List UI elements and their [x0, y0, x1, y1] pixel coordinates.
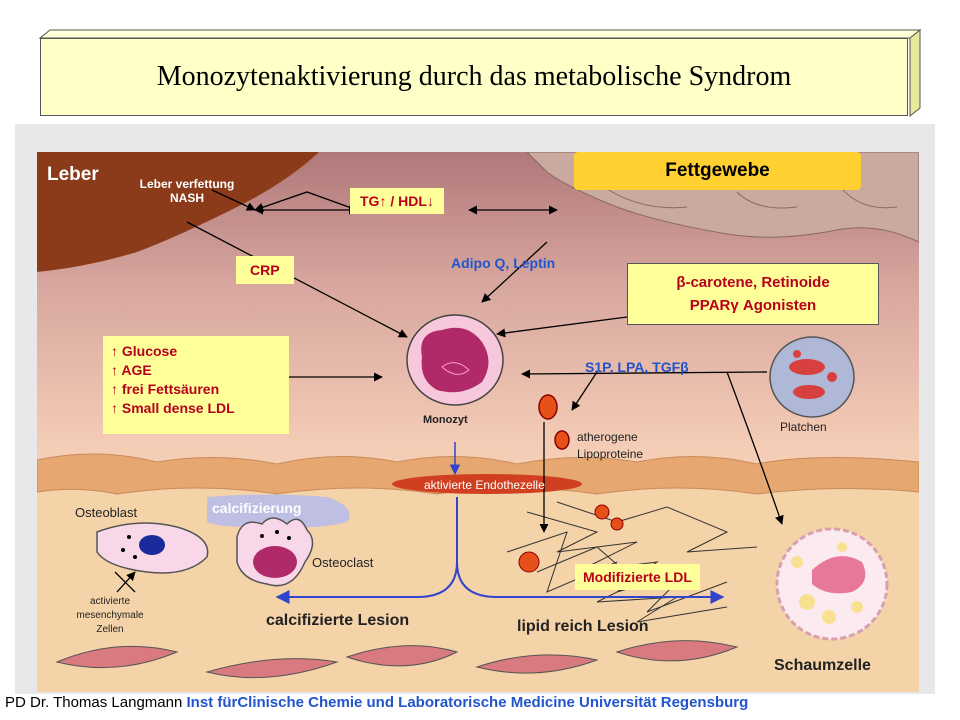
label-modifizierte-ldl: Modifizierte LDL	[575, 564, 700, 590]
label-crp: CRP	[236, 256, 294, 284]
lesion-split-arrows	[282, 497, 717, 598]
osteoblast-cell	[96, 522, 209, 574]
foam-cell	[775, 527, 889, 641]
arrows	[114, 189, 784, 593]
label-ldl: ↑ Small dense LDL	[111, 400, 235, 416]
activated-endothelial-cell	[392, 474, 582, 494]
label-carotene-box: β-carotene, Retinoide PPARγ Agonisten	[627, 263, 879, 325]
label-mesenchymal: activierte mesenchymale Zellen	[65, 595, 155, 637]
liver-shape	[37, 152, 319, 272]
label-glucose: ↑ Glucose	[111, 343, 178, 359]
label-fettsaeuren: ↑ frei Fettsäuren	[111, 381, 220, 397]
label-fettgewebe: Fettgewebe	[665, 160, 770, 181]
label-atherogene: atherogene Lipoproteine	[577, 429, 643, 463]
label-leber: Leber	[47, 164, 99, 185]
label-tg-hdl: TG↑ / HDL↓	[350, 188, 444, 214]
label-calcifizierung: calcifizierung	[212, 500, 302, 516]
label-adipo: Adipo Q, Leptin	[451, 255, 556, 271]
label-calc-lesion: calcifizierte Lesion	[266, 612, 410, 629]
label-schaumzelle: Schaumzelle	[774, 657, 871, 674]
label-atherogene-2: Lipoproteine	[577, 447, 644, 461]
label-endothel: aktivierte Endothezelle	[424, 478, 545, 492]
label-mesen-1: activierte	[89, 596, 130, 607]
label-fettgewebe-box: Fettgewebe	[574, 152, 861, 190]
label-carotene-1: β-carotene, Retinoide	[676, 274, 830, 291]
diagram-panel: Leber Leber verfettung NASH Fettgewebe T…	[37, 152, 919, 692]
label-mesen-3: Zellen	[96, 624, 124, 635]
ldl-particle	[518, 551, 540, 573]
label-mesen-2: mesenchymale	[76, 610, 144, 621]
lipoprotein-particle	[538, 394, 558, 420]
title-box: Monozytenaktivierung durch das metabolis…	[40, 38, 908, 116]
ldl-particle	[594, 504, 610, 520]
endothelial-band	[37, 453, 919, 495]
calcification-band	[207, 494, 350, 528]
monocyte-cell	[406, 314, 504, 406]
diagram-canvas	[37, 152, 919, 692]
smooth-muscle-cells	[55, 640, 739, 679]
footer: PD Dr. Thomas Langmann Inst fürClinische…	[0, 694, 960, 716]
ldl-particle	[610, 517, 624, 531]
label-metabolic-box: ↑ Glucose ↑ AGE ↑ frei Fettsäuren ↑ Smal…	[103, 336, 289, 434]
label-s1p: S1P, LPA, TGFβ	[585, 359, 689, 375]
footer-institute: Inst fürClinische Chemie und Laboratoris…	[186, 694, 749, 711]
platelet-cell	[769, 336, 855, 418]
label-monozyt: Monozyt	[423, 414, 468, 426]
label-leber-verfettung-line: Leber verfettung	[139, 177, 235, 191]
label-carotene-2: PPARγ Agonisten	[689, 297, 817, 314]
label-osteoclast: Osteoclast	[312, 555, 374, 570]
label-leber-verfettung: Leber verfettung NASH	[117, 177, 257, 205]
label-lipid-lesion: lipid reich Lesion	[517, 618, 649, 635]
label-atherogene-1: atherogene	[577, 430, 638, 444]
label-nash: NASH	[169, 191, 204, 205]
label-platchen: Platchen	[780, 420, 827, 434]
label-age: ↑ AGE	[111, 362, 152, 378]
lesion-area	[37, 482, 919, 692]
label-osteoblast: Osteoblast	[75, 505, 138, 520]
page-title: Monozytenaktivierung durch das metabolis…	[156, 61, 792, 92]
lipoprotein-particle	[554, 430, 570, 450]
osteoclast-cell	[236, 517, 314, 587]
mesenchymal-arrow	[116, 571, 136, 593]
footer-author: PD Dr. Thomas Langmann	[5, 694, 183, 711]
